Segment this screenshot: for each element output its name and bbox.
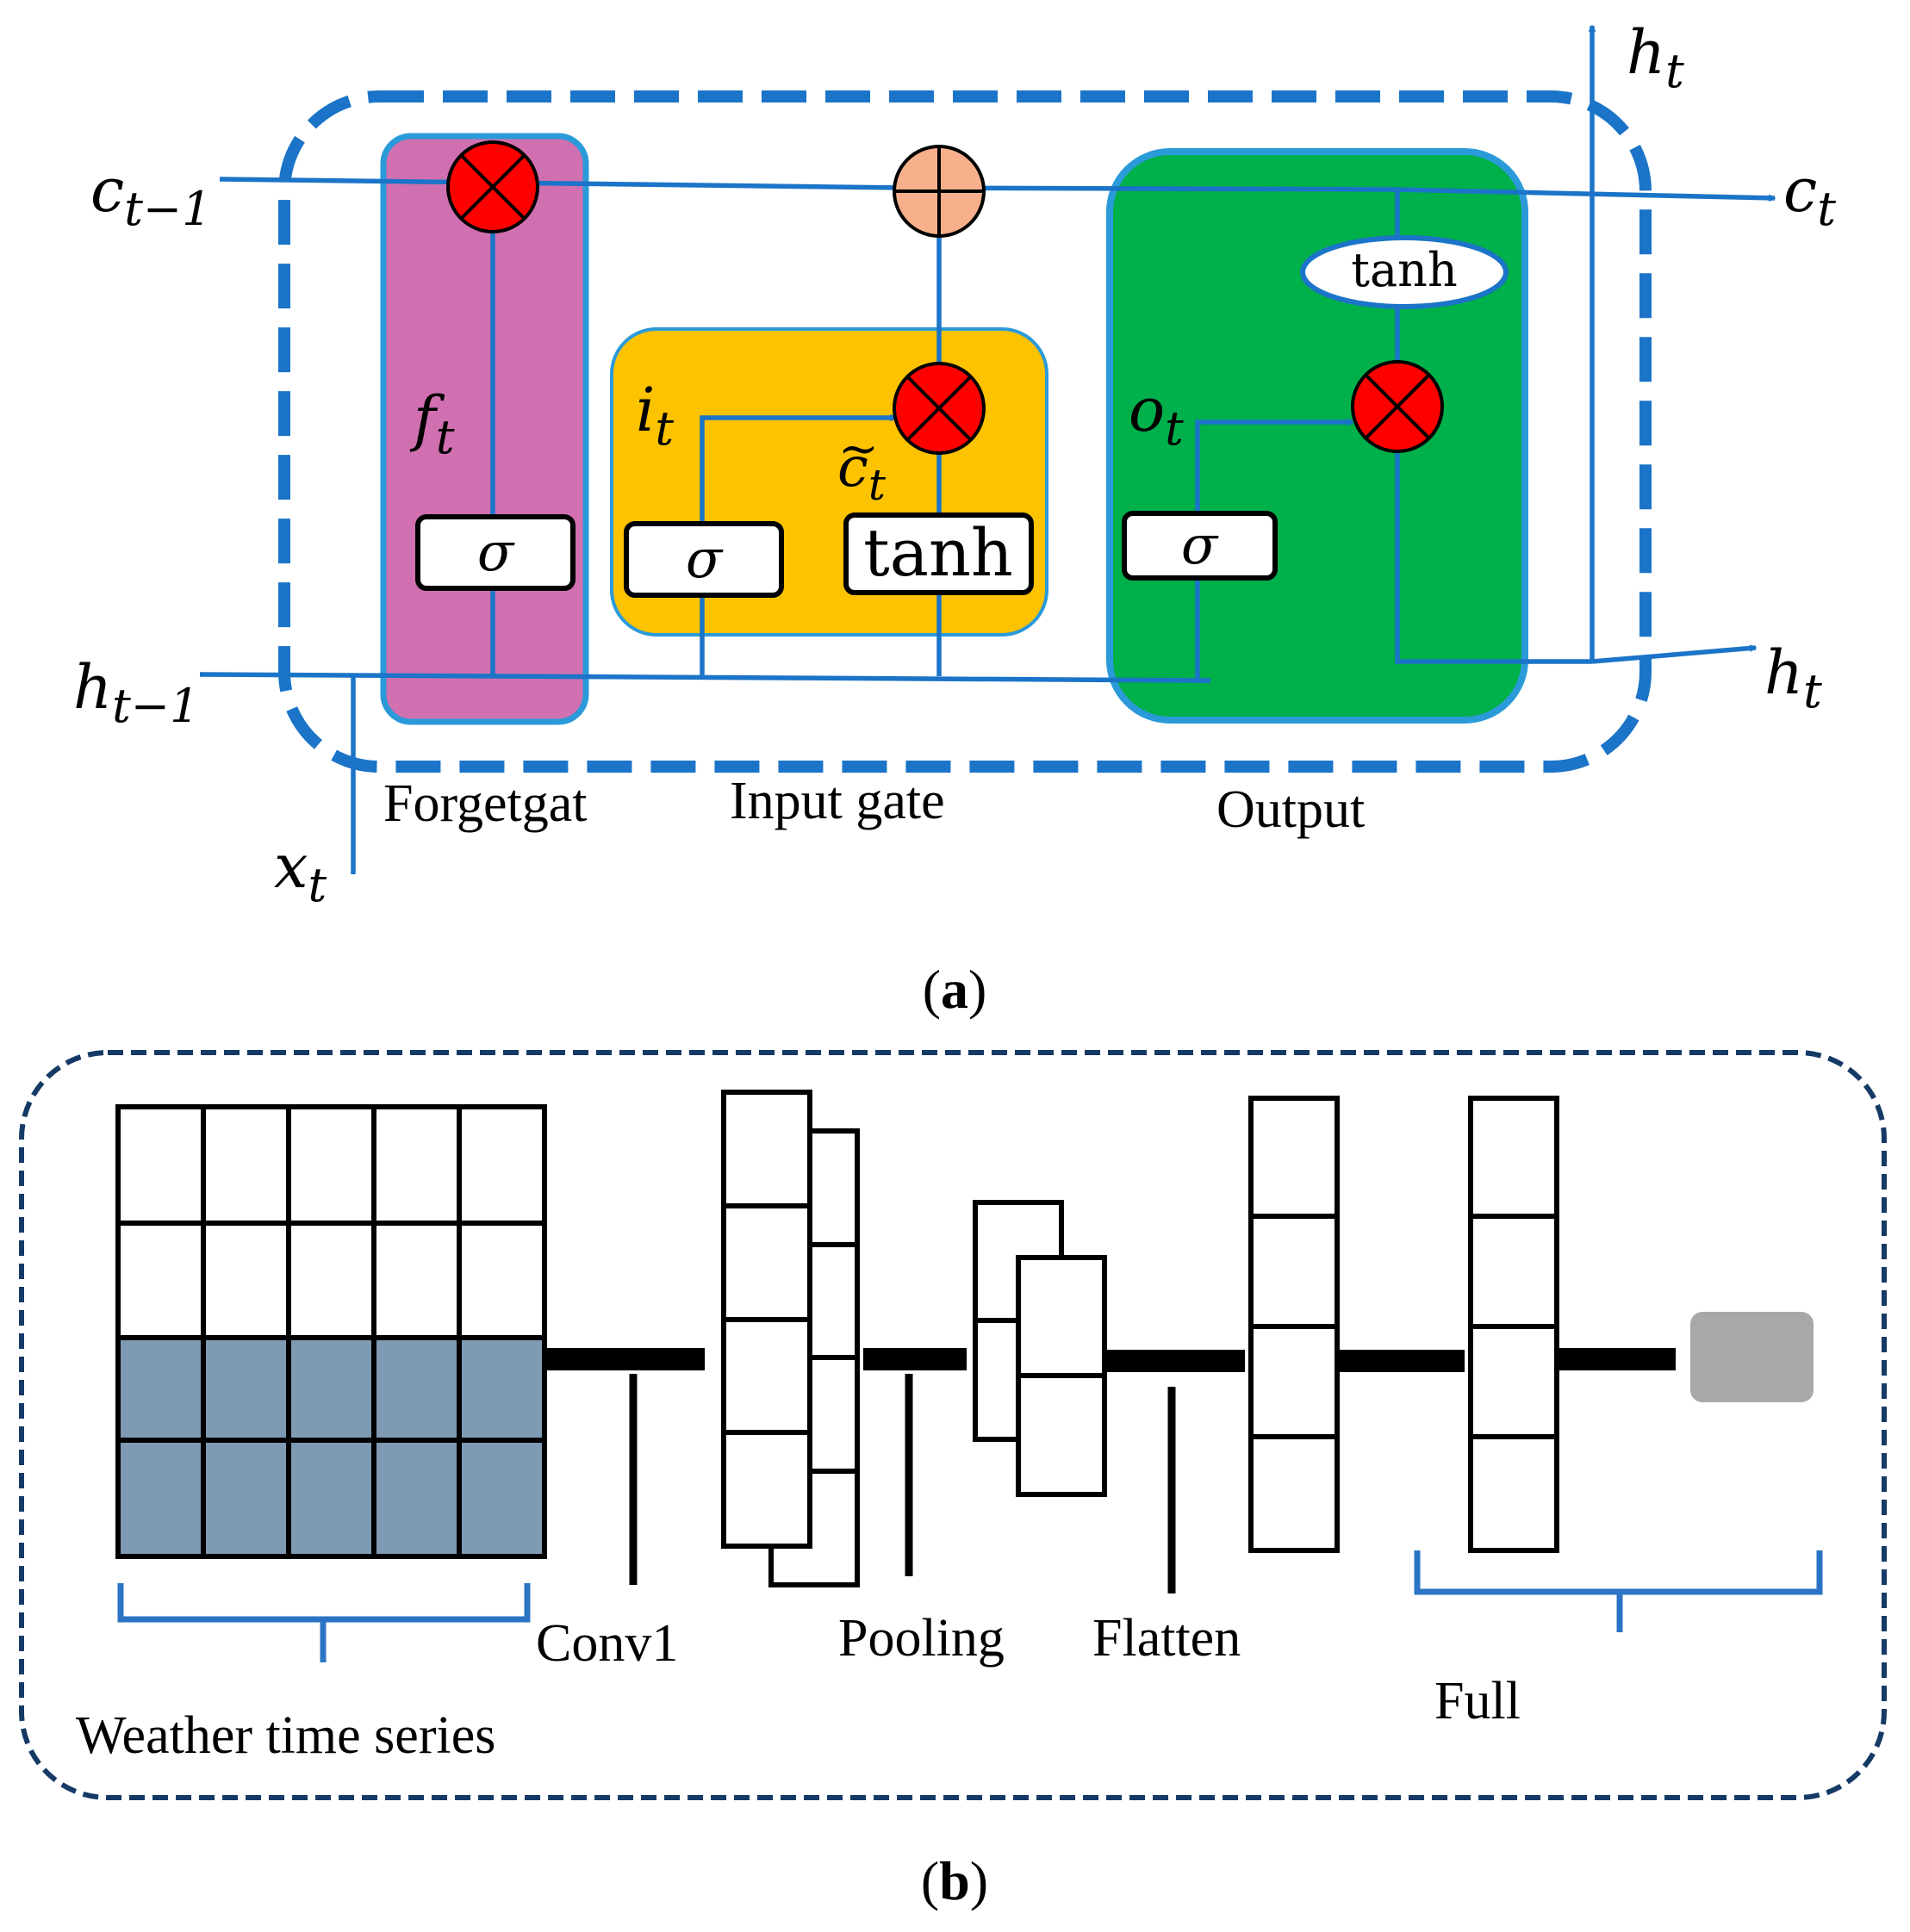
output-multiply-node — [1351, 360, 1444, 453]
weather-label: Weather time series — [76, 1706, 495, 1765]
label-c-out: ct — [1783, 155, 1836, 236]
forget-gate-label: Forgetgat — [383, 774, 588, 833]
output-sigma-text: σ — [1181, 513, 1219, 576]
output-tanh-text: tanh — [1351, 243, 1457, 297]
pooling-maps — [973, 1200, 1107, 1497]
weather-input-grid — [115, 1104, 547, 1559]
cnn-boundary — [19, 1050, 1887, 1800]
caption-b: (b) — [921, 1850, 988, 1911]
conv-label: Conv1 — [536, 1614, 678, 1673]
svg-text:ct: ct — [837, 436, 887, 510]
output-gate-path — [1195, 422, 1353, 683]
flatten-vector — [1248, 1096, 1340, 1553]
label-i: it — [636, 375, 674, 456]
label-x-in: xt — [274, 831, 327, 912]
flatten-label: Flatten — [1092, 1609, 1241, 1668]
output-sigma-box: σ — [1122, 511, 1278, 581]
conv-feature-maps — [721, 1090, 860, 1587]
full-layer-vector — [1468, 1096, 1559, 1553]
output-box — [1690, 1312, 1814, 1402]
input-multiply-node — [893, 362, 986, 455]
h-right-arrow — [1591, 648, 1756, 664]
weather-bracket — [117, 1583, 531, 1662]
output-gate-label: Output — [1216, 780, 1365, 839]
input-tanh-box: tanh — [843, 513, 1034, 595]
caption-a: (a) — [923, 959, 987, 1020]
panel-a-lstm: σ σ tanh σ tanh ct−1 ct ht−1 ht — [73, 17, 1836, 1020]
pooling-label: Pooling — [838, 1609, 1005, 1668]
full-label: Full — [1434, 1672, 1521, 1730]
label-h-right: ht — [1764, 637, 1822, 718]
output-hidden-path — [1395, 444, 1592, 664]
forget-sigma-box: σ — [415, 514, 575, 591]
add-node — [893, 145, 986, 238]
flow-arrows — [544, 1348, 1677, 1372]
input-sigma-box: σ — [624, 521, 784, 598]
output-tanh-ellipse: tanh — [1300, 235, 1509, 309]
forget-multiply-node — [446, 140, 539, 233]
label-c-prev: ct−1 — [90, 155, 212, 236]
full-bracket — [1414, 1550, 1823, 1632]
label-c-tilde: ct ~ — [837, 421, 887, 510]
input-sigma-text: σ — [686, 527, 724, 590]
label-o: ot — [1129, 375, 1184, 456]
input-tanh-text: tanh — [863, 514, 1013, 591]
label-h-top: ht — [1627, 17, 1684, 98]
input-gate-label: Input gate — [730, 772, 945, 830]
svg-text:~: ~ — [838, 421, 879, 477]
lstm-cell-boundary — [278, 90, 1652, 773]
panel-b-cnn: Weather time series Conv1 Pooling Flatte… — [19, 1050, 1887, 1911]
label-h-prev: ht−1 — [73, 652, 199, 733]
forget-sigma-text: σ — [477, 520, 515, 583]
hidden-state-line — [199, 672, 1211, 683]
